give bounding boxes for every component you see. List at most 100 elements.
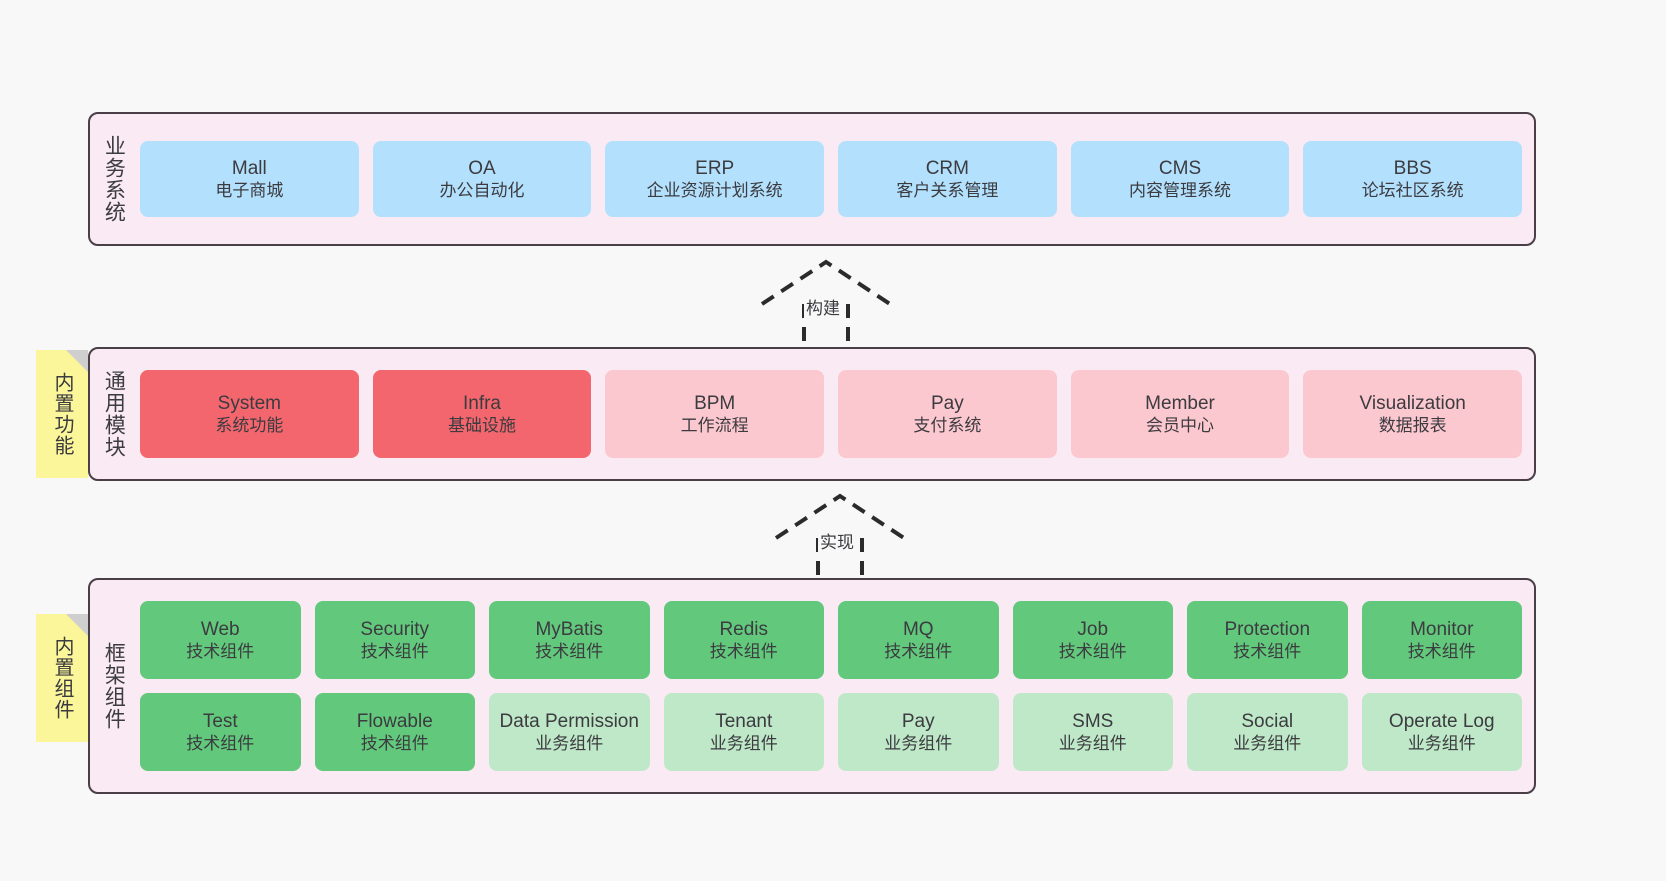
card-mq[interactable]: MQ 技术组件 [838, 601, 999, 679]
card-sms[interactable]: SMS 业务组件 [1012, 693, 1173, 771]
card-infra[interactable]: Infra 基础设施 [372, 370, 592, 458]
card-cms[interactable]: CMS 内容管理系统 [1070, 141, 1290, 217]
card-mybatis-name: MyBatis [535, 618, 604, 640]
card-bpm-desc: 工作流程 [680, 416, 749, 436]
note-fold-icon [66, 350, 88, 372]
card-redis-desc: 技术组件 [709, 642, 778, 662]
card-visualization-desc: 数据报表 [1378, 416, 1447, 436]
note-fold-icon [66, 614, 88, 636]
card-protection-name: Protection [1224, 618, 1311, 640]
layer-framework-components-title: 框架组件 [102, 642, 126, 730]
card-protection[interactable]: Protection 技术组件 [1187, 601, 1348, 679]
card-flowable[interactable]: Flowable 技术组件 [314, 693, 475, 771]
card-monitor-desc: 技术组件 [1407, 642, 1476, 662]
card-web-desc: 技术组件 [186, 642, 255, 662]
card-operate-log[interactable]: Operate Log 业务组件 [1361, 693, 1522, 771]
card-infra-name: Infra [462, 392, 502, 414]
layer-business-system: 业务系统 Mall 电子商城 OA 办公自动化 ERP 企业资源计划系统 CRM… [88, 112, 1536, 246]
connector-implement-label: 实现 [818, 528, 856, 553]
card-mall[interactable]: Mall 电子商城 [140, 141, 359, 217]
card-tenant-desc: 业务组件 [709, 734, 778, 754]
card-mall-desc: 电子商城 [215, 181, 284, 201]
layer-framework-components-cards: Web 技术组件 Security 技术组件 MyBatis 技术组件 Redi… [136, 580, 1534, 792]
card-data-permission[interactable]: Data Permission 业务组件 [489, 693, 650, 771]
layer-framework-components: 框架组件 Web 技术组件 Security 技术组件 MyBatis 技术组件… [88, 578, 1536, 794]
card-oa-name: OA [468, 157, 496, 179]
implement-arrowhead [774, 493, 906, 540]
card-member-name: Member [1145, 392, 1215, 414]
card-web[interactable]: Web 技术组件 [140, 601, 301, 679]
card-mall-name: Mall [231, 157, 267, 179]
card-monitor[interactable]: Monitor 技术组件 [1361, 601, 1522, 679]
card-test-name: Test [202, 710, 238, 732]
note-builtin-component: 内置组件 [36, 614, 88, 742]
card-operate-log-name: Operate Log [1388, 710, 1495, 732]
card-job-name: Job [1077, 618, 1109, 640]
layer-business-system-cards: Mall 电子商城 OA 办公自动化 ERP 企业资源计划系统 CRM 客户关系… [136, 114, 1534, 244]
card-monitor-name: Monitor [1410, 618, 1474, 640]
note-builtin-function-label: 内置功能 [51, 372, 73, 456]
connector-build-label: 构建 [804, 294, 842, 319]
card-security-name: Security [360, 618, 430, 640]
card-tenant[interactable]: Tenant 业务组件 [663, 693, 824, 771]
card-pay-component-desc: 业务组件 [884, 734, 953, 754]
card-system-desc: 系统功能 [215, 416, 284, 436]
card-security[interactable]: Security 技术组件 [314, 601, 475, 679]
framework-row-business: Test 技术组件 Flowable 技术组件 Data Permission … [140, 693, 1522, 771]
card-crm-desc: 客户关系管理 [896, 181, 999, 201]
card-social[interactable]: Social 业务组件 [1187, 693, 1348, 771]
layer-business-system-title: 业务系统 [102, 135, 126, 223]
card-oa[interactable]: OA 办公自动化 [372, 141, 592, 217]
card-sms-desc: 业务组件 [1058, 734, 1127, 754]
card-mybatis[interactable]: MyBatis 技术组件 [489, 601, 650, 679]
framework-row-technical: Web 技术组件 Security 技术组件 MyBatis 技术组件 Redi… [140, 601, 1522, 679]
card-flowable-desc: 技术组件 [360, 734, 429, 754]
card-crm[interactable]: CRM 客户关系管理 [838, 141, 1057, 217]
card-flowable-name: Flowable [356, 710, 433, 732]
note-builtin-function: 内置功能 [36, 350, 88, 478]
card-protection-desc: 技术组件 [1233, 642, 1302, 662]
card-erp[interactable]: ERP 企业资源计划系统 [605, 141, 825, 217]
card-erp-name: ERP [695, 157, 735, 179]
card-bpm[interactable]: BPM 工作流程 [605, 370, 825, 458]
layer-common-modules-title: 通用模块 [102, 370, 126, 458]
card-erp-desc: 企业资源计划系统 [646, 181, 783, 201]
build-arrowhead [760, 259, 892, 306]
card-mq-name: MQ [902, 618, 934, 640]
card-job[interactable]: Job 技术组件 [1012, 601, 1173, 679]
card-bbs[interactable]: BBS 论坛社区系统 [1303, 141, 1523, 217]
card-cms-name: CMS [1158, 157, 1202, 179]
card-member[interactable]: Member 会员中心 [1070, 370, 1290, 458]
connector-implement: 实现 [770, 492, 920, 580]
card-redis[interactable]: Redis 技术组件 [663, 601, 824, 679]
card-pay-component-name: Pay [901, 710, 935, 732]
card-data-permission-desc: 业务组件 [535, 734, 604, 754]
card-bpm-name: BPM [694, 392, 736, 414]
layer-common-modules-cards: System 系统功能 Infra 基础设施 BPM 工作流程 Pay 支付系统… [136, 349, 1534, 479]
card-visualization[interactable]: Visualization 数据报表 [1303, 370, 1523, 458]
card-mq-desc: 技术组件 [884, 642, 953, 662]
card-pay-module[interactable]: Pay 支付系统 [838, 370, 1057, 458]
card-data-permission-name: Data Permission [499, 710, 639, 732]
card-oa-desc: 办公自动化 [439, 181, 525, 201]
card-bbs-desc: 论坛社区系统 [1361, 181, 1464, 201]
card-system-name: System [217, 392, 282, 414]
card-pay-component[interactable]: Pay 业务组件 [838, 693, 999, 771]
card-crm-name: CRM [925, 157, 969, 179]
card-bbs-name: BBS [1393, 157, 1432, 179]
card-job-desc: 技术组件 [1058, 642, 1127, 662]
card-member-desc: 会员中心 [1146, 416, 1215, 436]
card-test[interactable]: Test 技术组件 [140, 693, 301, 771]
card-sms-name: SMS [1072, 710, 1114, 732]
card-pay-module-name: Pay [930, 392, 964, 414]
card-system[interactable]: System 系统功能 [140, 370, 359, 458]
card-test-desc: 技术组件 [186, 734, 255, 754]
card-redis-name: Redis [719, 618, 769, 640]
card-infra-desc: 基础设施 [448, 416, 516, 436]
card-pay-module-desc: 支付系统 [913, 416, 982, 436]
note-builtin-component-label: 内置组件 [51, 636, 73, 720]
layer-common-modules: 通用模块 System 系统功能 Infra 基础设施 BPM 工作流程 Pay… [88, 347, 1536, 481]
card-cms-desc: 内容管理系统 [1129, 181, 1232, 201]
card-tenant-name: Tenant [715, 710, 773, 732]
